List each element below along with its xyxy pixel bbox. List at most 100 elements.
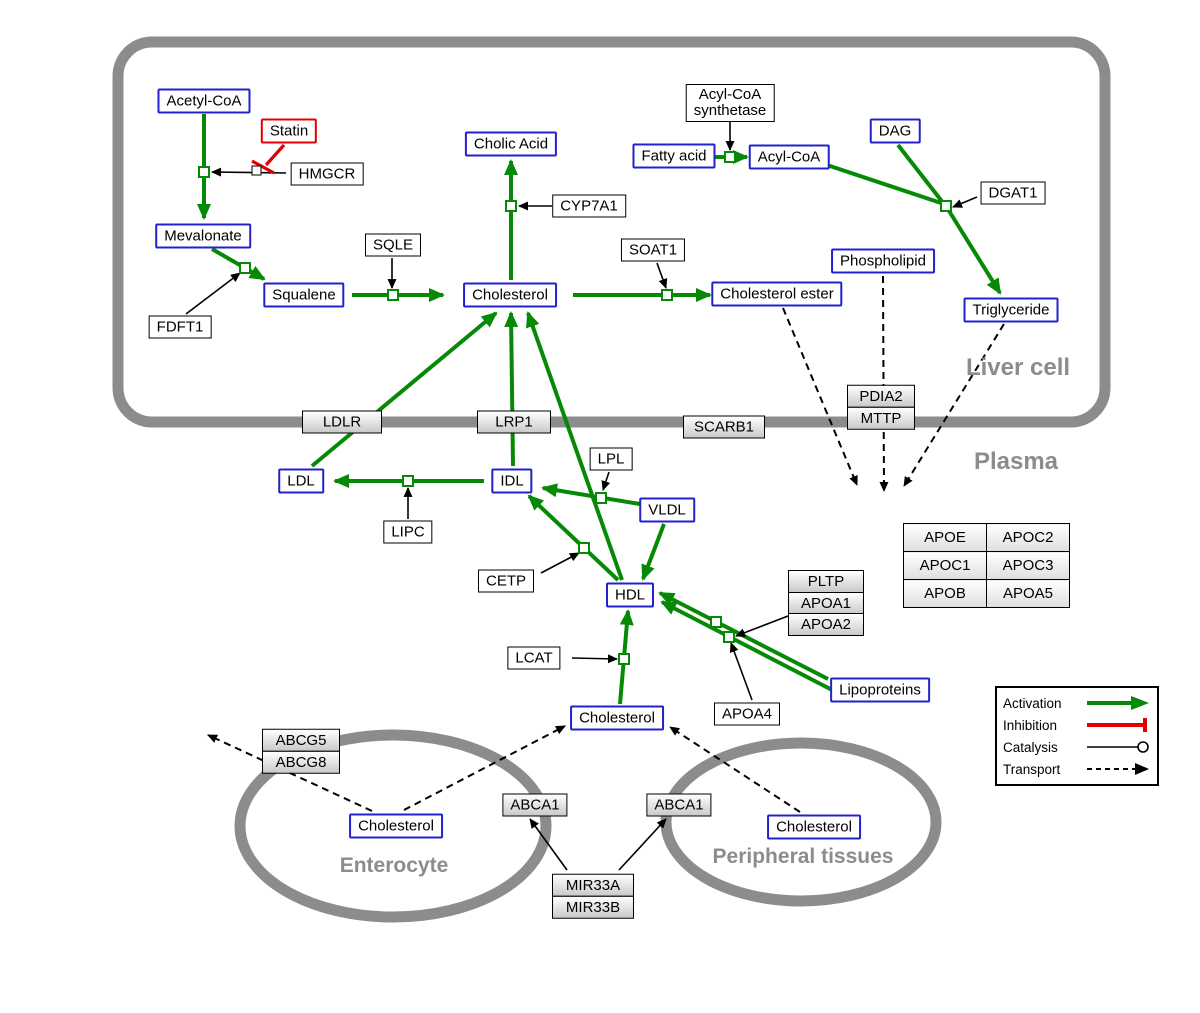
stack-abcg5-abcg8: ABCG5 ABCG8 bbox=[262, 728, 340, 774]
node-acetyl-coa[interactable]: Acetyl-CoA bbox=[157, 88, 251, 114]
edge-acylcoa-dgat1node bbox=[823, 162, 945, 206]
node-statin[interactable]: Statin bbox=[260, 118, 318, 144]
node-apoc3[interactable]: APOC3 bbox=[986, 551, 1070, 580]
node-apoc2[interactable]: APOC2 bbox=[986, 523, 1070, 552]
edge-statin-inhibition bbox=[264, 143, 286, 167]
node-cholic-acid[interactable]: Cholic Acid bbox=[464, 131, 558, 157]
node-lipc[interactable]: LIPC bbox=[383, 520, 433, 544]
node-apoc1[interactable]: APOC1 bbox=[903, 551, 987, 580]
stack-mir33a-mir33b: MIR33A MIR33B bbox=[552, 873, 634, 919]
node-cyp7a1[interactable]: CYP7A1 bbox=[552, 194, 626, 218]
node-cholesterol-liver[interactable]: Cholesterol bbox=[463, 282, 557, 308]
node-apob[interactable]: APOB bbox=[903, 579, 987, 608]
node-lipoproteins[interactable]: Lipoproteins bbox=[830, 677, 930, 703]
node-cholesterol-enterocyte[interactable]: Cholesterol bbox=[349, 813, 443, 839]
node-lrp1[interactable]: LRP1 bbox=[477, 410, 551, 434]
edge-apoa1-apoa2-catalysis bbox=[735, 615, 789, 637]
edge-dgat1-catalysis bbox=[952, 196, 978, 208]
node-pltp[interactable]: PLTP bbox=[788, 570, 864, 593]
reaction-node-hmgcr bbox=[198, 166, 210, 178]
edge-dgat1node-triglyceride bbox=[944, 204, 1002, 295]
edge-hmgcr-catalysis bbox=[211, 167, 287, 177]
node-abcg5[interactable]: ABCG5 bbox=[262, 728, 340, 752]
edge-vldl-hdl bbox=[641, 523, 666, 581]
node-ldlr[interactable]: LDLR bbox=[302, 410, 382, 434]
acyl-coa-synthetase-line2: synthetase bbox=[693, 102, 767, 119]
node-apoa1[interactable]: APOA1 bbox=[788, 591, 864, 615]
legend-activation-row: Activation bbox=[1003, 695, 1151, 711]
reaction-node-cyp7a1 bbox=[505, 200, 517, 212]
legend-transport-row: Transport bbox=[1003, 761, 1151, 777]
statin-inhibition-tbar bbox=[251, 159, 275, 175]
activation-arrow-icon bbox=[1087, 696, 1149, 710]
catalysis-circle-icon bbox=[1087, 741, 1149, 753]
edge-soat1-catalysis bbox=[656, 262, 668, 289]
node-fatty-acid[interactable]: Fatty acid bbox=[632, 143, 716, 169]
edge-cholesterolester-plasma-transport bbox=[782, 307, 858, 486]
node-mir33a[interactable]: MIR33A bbox=[552, 873, 634, 897]
hmgcr-reaction-anchor bbox=[251, 165, 262, 176]
reaction-node-dgat1 bbox=[940, 200, 952, 212]
node-dag[interactable]: DAG bbox=[869, 118, 921, 144]
edge-dag-dgat1node bbox=[896, 143, 946, 206]
edge-lcat-catalysis bbox=[571, 654, 618, 664]
edge-mevalonate-squalene bbox=[211, 247, 266, 281]
stack-pdia2-mttp: PDIA2 MTTP bbox=[847, 384, 915, 430]
node-hdl[interactable]: HDL bbox=[605, 582, 655, 608]
node-abcg8[interactable]: ABCG8 bbox=[262, 750, 340, 774]
node-apoe[interactable]: APOE bbox=[903, 523, 987, 552]
edge-mir33-abca1-enterocyte bbox=[529, 818, 568, 871]
edge-enterocyte-cholesterol-plasma bbox=[403, 725, 566, 811]
node-dgat1[interactable]: DGAT1 bbox=[980, 181, 1046, 205]
transport-dashed-arrow-icon bbox=[1087, 763, 1149, 775]
node-mevalonate[interactable]: Mevalonate bbox=[155, 223, 251, 249]
node-scarb1[interactable]: SCARB1 bbox=[683, 415, 765, 439]
enterocyte-label: Enterocyte bbox=[339, 854, 449, 877]
reaction-node-apoa bbox=[723, 631, 735, 643]
node-pdia2[interactable]: PDIA2 bbox=[847, 384, 915, 408]
legend-catalysis-label: Catalysis bbox=[1003, 739, 1058, 755]
node-phospholipid[interactable]: Phospholipid bbox=[831, 248, 935, 274]
edge-idl-liver-cholesterol bbox=[504, 311, 519, 467]
node-mir33b[interactable]: MIR33B bbox=[552, 895, 634, 919]
node-acyl-coa[interactable]: Acyl-CoA bbox=[748, 144, 830, 170]
legend: Activation Inhibition Catalysis Transpor… bbox=[995, 686, 1159, 786]
node-vldl[interactable]: VLDL bbox=[639, 497, 695, 523]
node-sqle[interactable]: SQLE bbox=[364, 233, 422, 257]
node-abca1-enterocyte[interactable]: ABCA1 bbox=[502, 793, 568, 817]
reaction-node-pltp bbox=[710, 616, 722, 628]
node-cetp[interactable]: CETP bbox=[477, 569, 535, 593]
edge-vldl-idl bbox=[541, 483, 641, 506]
node-ldl[interactable]: LDL bbox=[278, 468, 324, 494]
edge-apoa4-catalysis bbox=[729, 642, 753, 701]
node-lcat[interactable]: LCAT bbox=[507, 646, 561, 670]
edge-lpl-catalysis bbox=[601, 471, 611, 491]
node-squalene[interactable]: Squalene bbox=[263, 282, 345, 308]
reaction-node-acylcoasynthetase bbox=[724, 151, 736, 163]
node-cholesterol-peripheral[interactable]: Cholesterol bbox=[767, 814, 861, 840]
plasma-label: Plasma bbox=[973, 448, 1059, 475]
inhibition-tbar-icon bbox=[1087, 718, 1147, 732]
edge-lipoproteins-hdl-lower bbox=[660, 600, 839, 695]
node-cholesterol-ester[interactable]: Cholesterol ester bbox=[711, 281, 843, 307]
acyl-coa-synthetase-line1: Acyl-CoA bbox=[698, 86, 762, 103]
node-apoa5[interactable]: APOA5 bbox=[986, 579, 1070, 608]
reaction-node-lipc bbox=[402, 475, 414, 487]
node-idl[interactable]: IDL bbox=[491, 468, 533, 494]
node-soat1[interactable]: SOAT1 bbox=[620, 238, 686, 262]
node-abca1-peripheral[interactable]: ABCA1 bbox=[646, 793, 712, 817]
node-apoa4[interactable]: APOA4 bbox=[713, 702, 781, 726]
enterocyte-membrane bbox=[234, 729, 552, 923]
node-mttp[interactable]: MTTP bbox=[847, 406, 915, 430]
legend-inhibition-label: Inhibition bbox=[1003, 717, 1058, 733]
node-lpl[interactable]: LPL bbox=[589, 447, 633, 471]
node-fdft1[interactable]: FDFT1 bbox=[148, 315, 212, 339]
node-acyl-coa-synthetase[interactable]: Acyl-CoA synthetase bbox=[685, 84, 775, 122]
node-cholesterol-plasma[interactable]: Cholesterol bbox=[570, 705, 664, 731]
legend-catalysis-row: Catalysis bbox=[1003, 739, 1151, 755]
edge-ldl-liver-cholesterol bbox=[310, 311, 498, 468]
reaction-node-lcat bbox=[618, 653, 630, 665]
node-apoa2[interactable]: APOA2 bbox=[788, 613, 864, 636]
node-triglyceride[interactable]: Triglyceride bbox=[963, 297, 1059, 323]
node-hmgcr[interactable]: HMGCR bbox=[290, 162, 364, 186]
